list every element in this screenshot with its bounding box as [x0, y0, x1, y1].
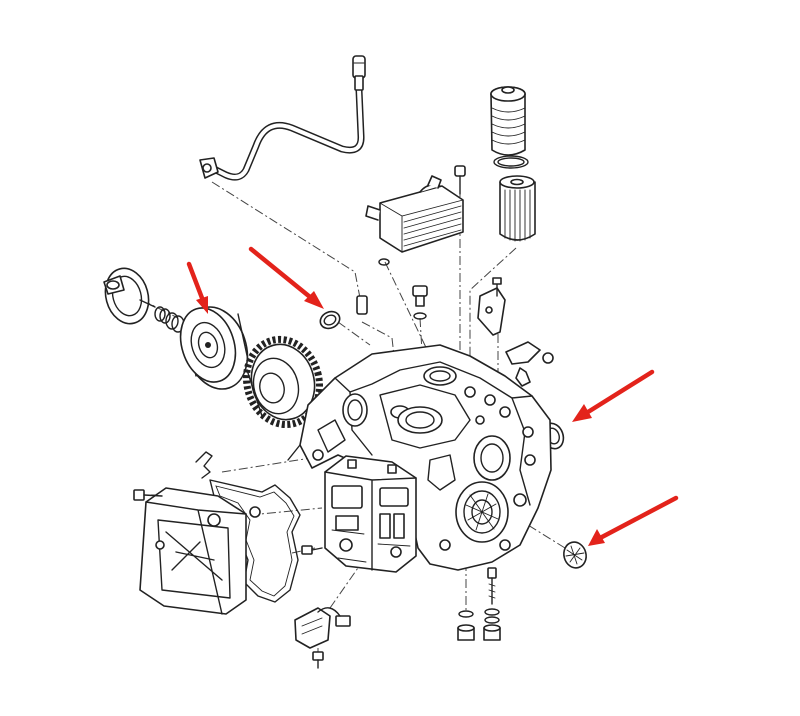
- oil-filter-element: [499, 175, 536, 242]
- cover-bolt: [133, 489, 163, 501]
- sealing-cap-lower-right: [563, 541, 587, 569]
- mounting-bracket: [477, 277, 506, 336]
- valve-body-bolt: [301, 545, 323, 555]
- oil-filter-o-ring: [493, 155, 529, 169]
- oil-pan-cover: [139, 487, 247, 615]
- red-arrow-icon: [588, 495, 679, 546]
- breather-bolt: [412, 285, 428, 320]
- drain-plug: [457, 624, 501, 641]
- mechatronic-valve-body: [324, 455, 417, 573]
- clutch-pulley: [179, 306, 249, 390]
- wiring-connector: [294, 607, 351, 649]
- pipe-spacer-sleeve: [356, 295, 368, 315]
- red-arrow-icon: [572, 369, 655, 422]
- connector-bolt: [312, 651, 324, 669]
- red-arrow-icon: [186, 261, 208, 314]
- oil-filter-housing-cap: [490, 86, 526, 156]
- gearbox-housing: [287, 344, 552, 571]
- retaining-clip: [195, 451, 213, 479]
- oil-pipe: [199, 55, 366, 181]
- oil-seal-upper-left: [319, 310, 341, 330]
- speed-sensor-bracket: [505, 341, 554, 387]
- clutch-cover-disc: [103, 267, 156, 325]
- cooler-bolt: [454, 165, 466, 195]
- oil-cooler: [365, 175, 464, 266]
- drive-gear-ring: [242, 335, 324, 429]
- long-mounting-bolt: [487, 567, 497, 605]
- red-arrow-icon: [248, 246, 324, 309]
- drain-plug-washer: [458, 608, 500, 624]
